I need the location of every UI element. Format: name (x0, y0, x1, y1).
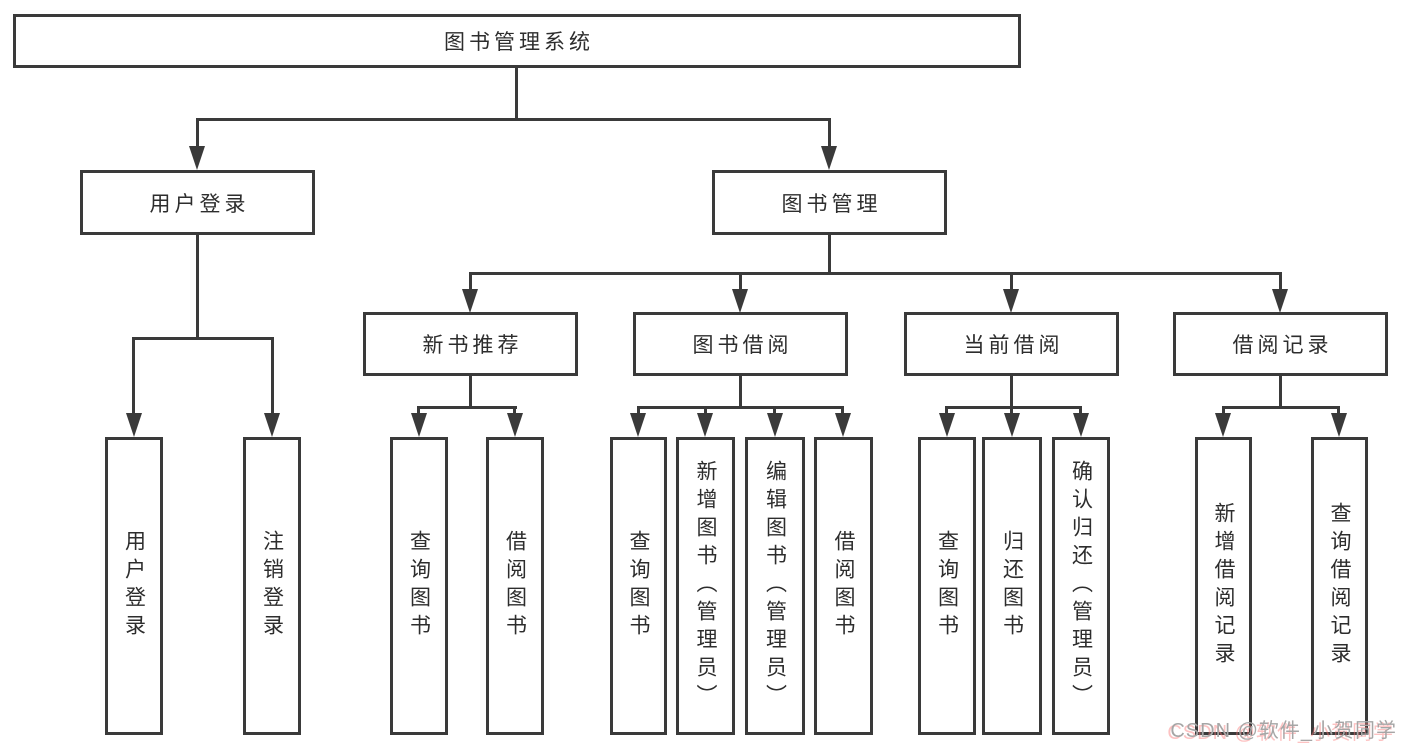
arrow-down-icon (126, 413, 142, 437)
node-book-borrow-label: 图书借阅 (692, 334, 793, 357)
connector-user-login-stem (196, 235, 199, 340)
connector-drop-book-management (828, 118, 831, 150)
node-book-management: 图书管理 (712, 170, 947, 235)
node-root: 图书管理系统 (13, 14, 1021, 68)
connector-drop-leaf (513, 406, 516, 416)
connector-drop-level3 (739, 272, 742, 292)
leaf-add-borrow-record: 新增借阅记录 (1195, 437, 1252, 735)
leaf-borrow-book-label: 借阅图书 (832, 530, 855, 642)
leaf-logout-label: 注销登录 (260, 530, 284, 642)
connector-book-management-rail (469, 272, 1281, 275)
connector-drop-leaf (417, 406, 420, 416)
arrow-down-icon (1272, 289, 1288, 313)
node-current-borrow-label: 当前借阅 (963, 334, 1064, 357)
connector-borrow-records-rail (1222, 406, 1340, 409)
connector-drop-leaf (1222, 406, 1225, 416)
connector-drop-leaf (1010, 406, 1013, 416)
connector-drop-leaf (637, 406, 640, 416)
connector-drop-leaf (841, 406, 844, 416)
connector-drop-leaf (132, 337, 135, 415)
leaf-borrow-book-recommend-label: 借阅图书 (503, 530, 527, 642)
connector-drop-leaf (1337, 406, 1340, 416)
leaf-add-book-admin: 新增图书（管理员） (676, 437, 735, 735)
leaf-borrow-book-recommend: 借阅图书 (486, 437, 544, 735)
arrow-down-icon (732, 289, 748, 313)
node-new-book-recommend-label: 新书推荐 (422, 334, 523, 357)
node-user-login-label: 用户登录 (149, 192, 250, 216)
connector-book-management-stem (828, 235, 831, 275)
leaf-logout: 注销登录 (243, 437, 301, 735)
leaf-query-book-borrow: 查询图书 (610, 437, 667, 735)
node-root-label: 图书管理系统 (444, 31, 594, 54)
node-new-book-recommend: 新书推荐 (363, 312, 578, 376)
connector-book-borrow-rail (637, 406, 844, 409)
leaf-query-book-borrow-label: 查询图书 (627, 530, 650, 642)
arrow-down-icon (630, 413, 646, 437)
leaf-return-book-label: 归还图书 (1000, 530, 1024, 642)
arrow-down-icon (507, 413, 523, 437)
node-borrow-records: 借阅记录 (1173, 312, 1388, 376)
leaf-edit-book-admin: 编辑图书（管理员） (745, 437, 805, 735)
leaf-confirm-return-admin: 确认归还（管理员） (1052, 437, 1110, 735)
connector-drop-leaf (773, 406, 776, 416)
leaf-return-book: 归还图书 (982, 437, 1042, 735)
arrow-down-icon (462, 289, 478, 313)
leaf-query-book-recommend-label: 查询图书 (407, 530, 431, 642)
arrow-down-icon (697, 413, 713, 437)
node-current-borrow: 当前借阅 (904, 312, 1119, 376)
arrow-down-icon (264, 413, 280, 437)
arrow-down-icon (189, 146, 205, 170)
connector-new-book-rail (418, 406, 517, 409)
leaf-user-login: 用户登录 (105, 437, 163, 735)
connector-current-borrow-rail (946, 406, 1082, 409)
arrow-down-icon (411, 413, 427, 437)
connector-new-book-stem (469, 376, 472, 409)
connector-drop-level3 (469, 272, 472, 292)
connector-drop-leaf (1079, 406, 1082, 416)
leaf-add-borrow-record-label: 新增借阅记录 (1212, 502, 1235, 670)
leaf-borrow-book: 借阅图书 (814, 437, 873, 735)
connector-user-login-rail (133, 337, 274, 340)
arrow-down-icon (939, 413, 955, 437)
leaf-edit-book-admin-label: 编辑图书（管理员） (763, 460, 787, 712)
arrow-down-icon (1004, 413, 1020, 437)
leaf-query-borrow-record: 查询借阅记录 (1311, 437, 1368, 735)
leaf-add-book-admin-label: 新增图书（管理员） (694, 460, 717, 712)
connector-drop-level3 (1010, 272, 1013, 292)
node-borrow-records-label: 借阅记录 (1232, 334, 1333, 357)
arrow-down-icon (821, 146, 837, 170)
node-user-login: 用户登录 (80, 170, 315, 235)
leaf-query-book-recommend: 查询图书 (390, 437, 448, 735)
connector-root-stem (515, 68, 518, 121)
connector-drop-user-login (196, 118, 199, 150)
connector-borrow-records-stem (1279, 376, 1282, 409)
leaf-query-book-current-label: 查询图书 (935, 530, 959, 642)
arrow-down-icon (1073, 413, 1089, 437)
connector-root-rail (197, 118, 831, 121)
node-book-management-label: 图书管理 (781, 192, 882, 216)
leaf-user-login-label: 用户登录 (122, 530, 146, 642)
arrow-down-icon (767, 413, 783, 437)
connector-drop-leaf (945, 406, 948, 416)
connector-current-borrow-stem (1010, 376, 1013, 409)
arrow-down-icon (835, 413, 851, 437)
connector-book-borrow-stem (739, 376, 742, 409)
connector-drop-leaf (271, 337, 274, 415)
csdn-watermark: CSDN @软件_小贺同学 (1170, 720, 1397, 742)
connector-drop-leaf (704, 406, 707, 416)
arrow-down-icon (1331, 413, 1347, 437)
leaf-query-book-current: 查询图书 (918, 437, 976, 735)
node-book-borrow: 图书借阅 (633, 312, 848, 376)
arrow-down-icon (1003, 289, 1019, 313)
leaf-query-borrow-record-label: 查询借阅记录 (1328, 502, 1351, 670)
leaf-confirm-return-admin-label: 确认归还（管理员） (1069, 460, 1093, 712)
arrow-down-icon (1215, 413, 1231, 437)
connector-drop-level3 (1279, 272, 1282, 292)
